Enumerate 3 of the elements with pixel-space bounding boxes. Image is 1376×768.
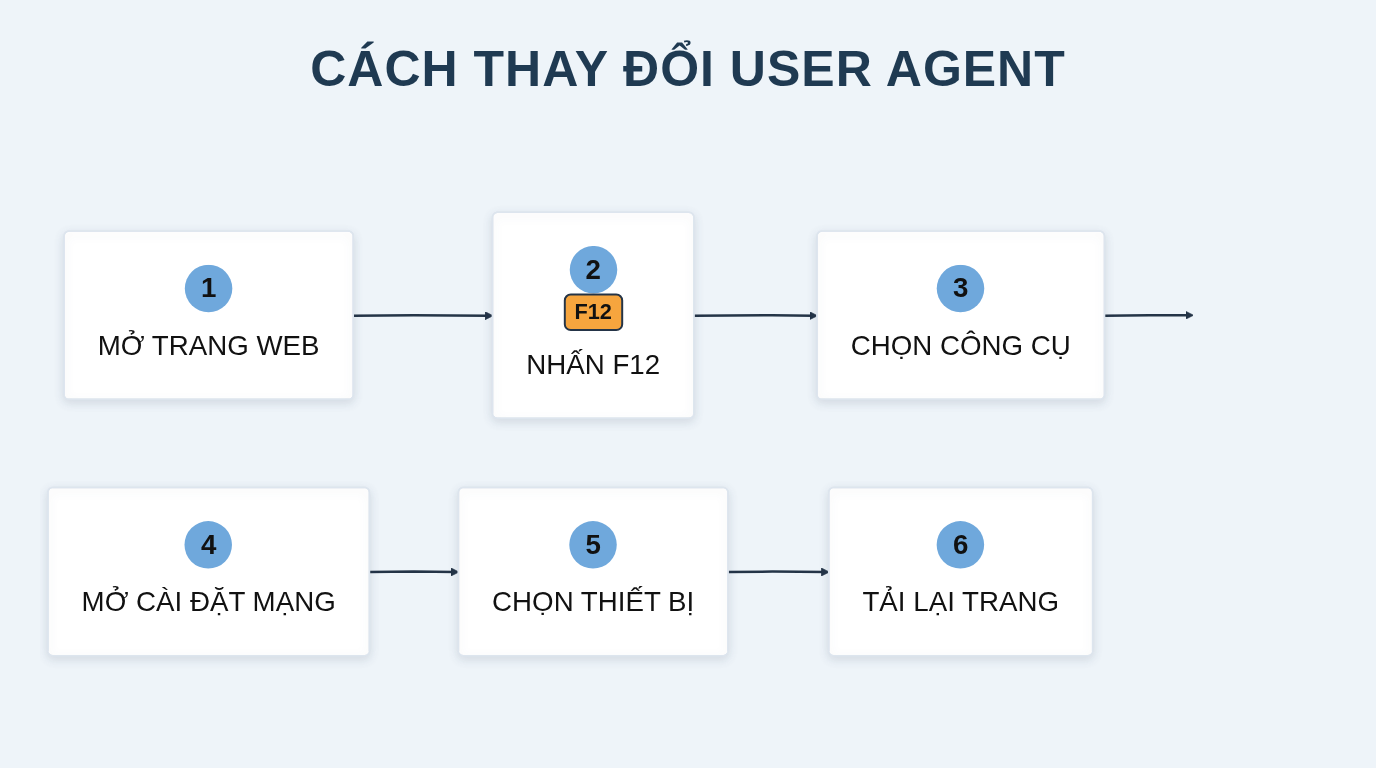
arrow <box>694 311 818 320</box>
arrow <box>1104 310 1194 320</box>
title: CÁCH THAY ĐỔI USER AGENT <box>309 40 1067 98</box>
